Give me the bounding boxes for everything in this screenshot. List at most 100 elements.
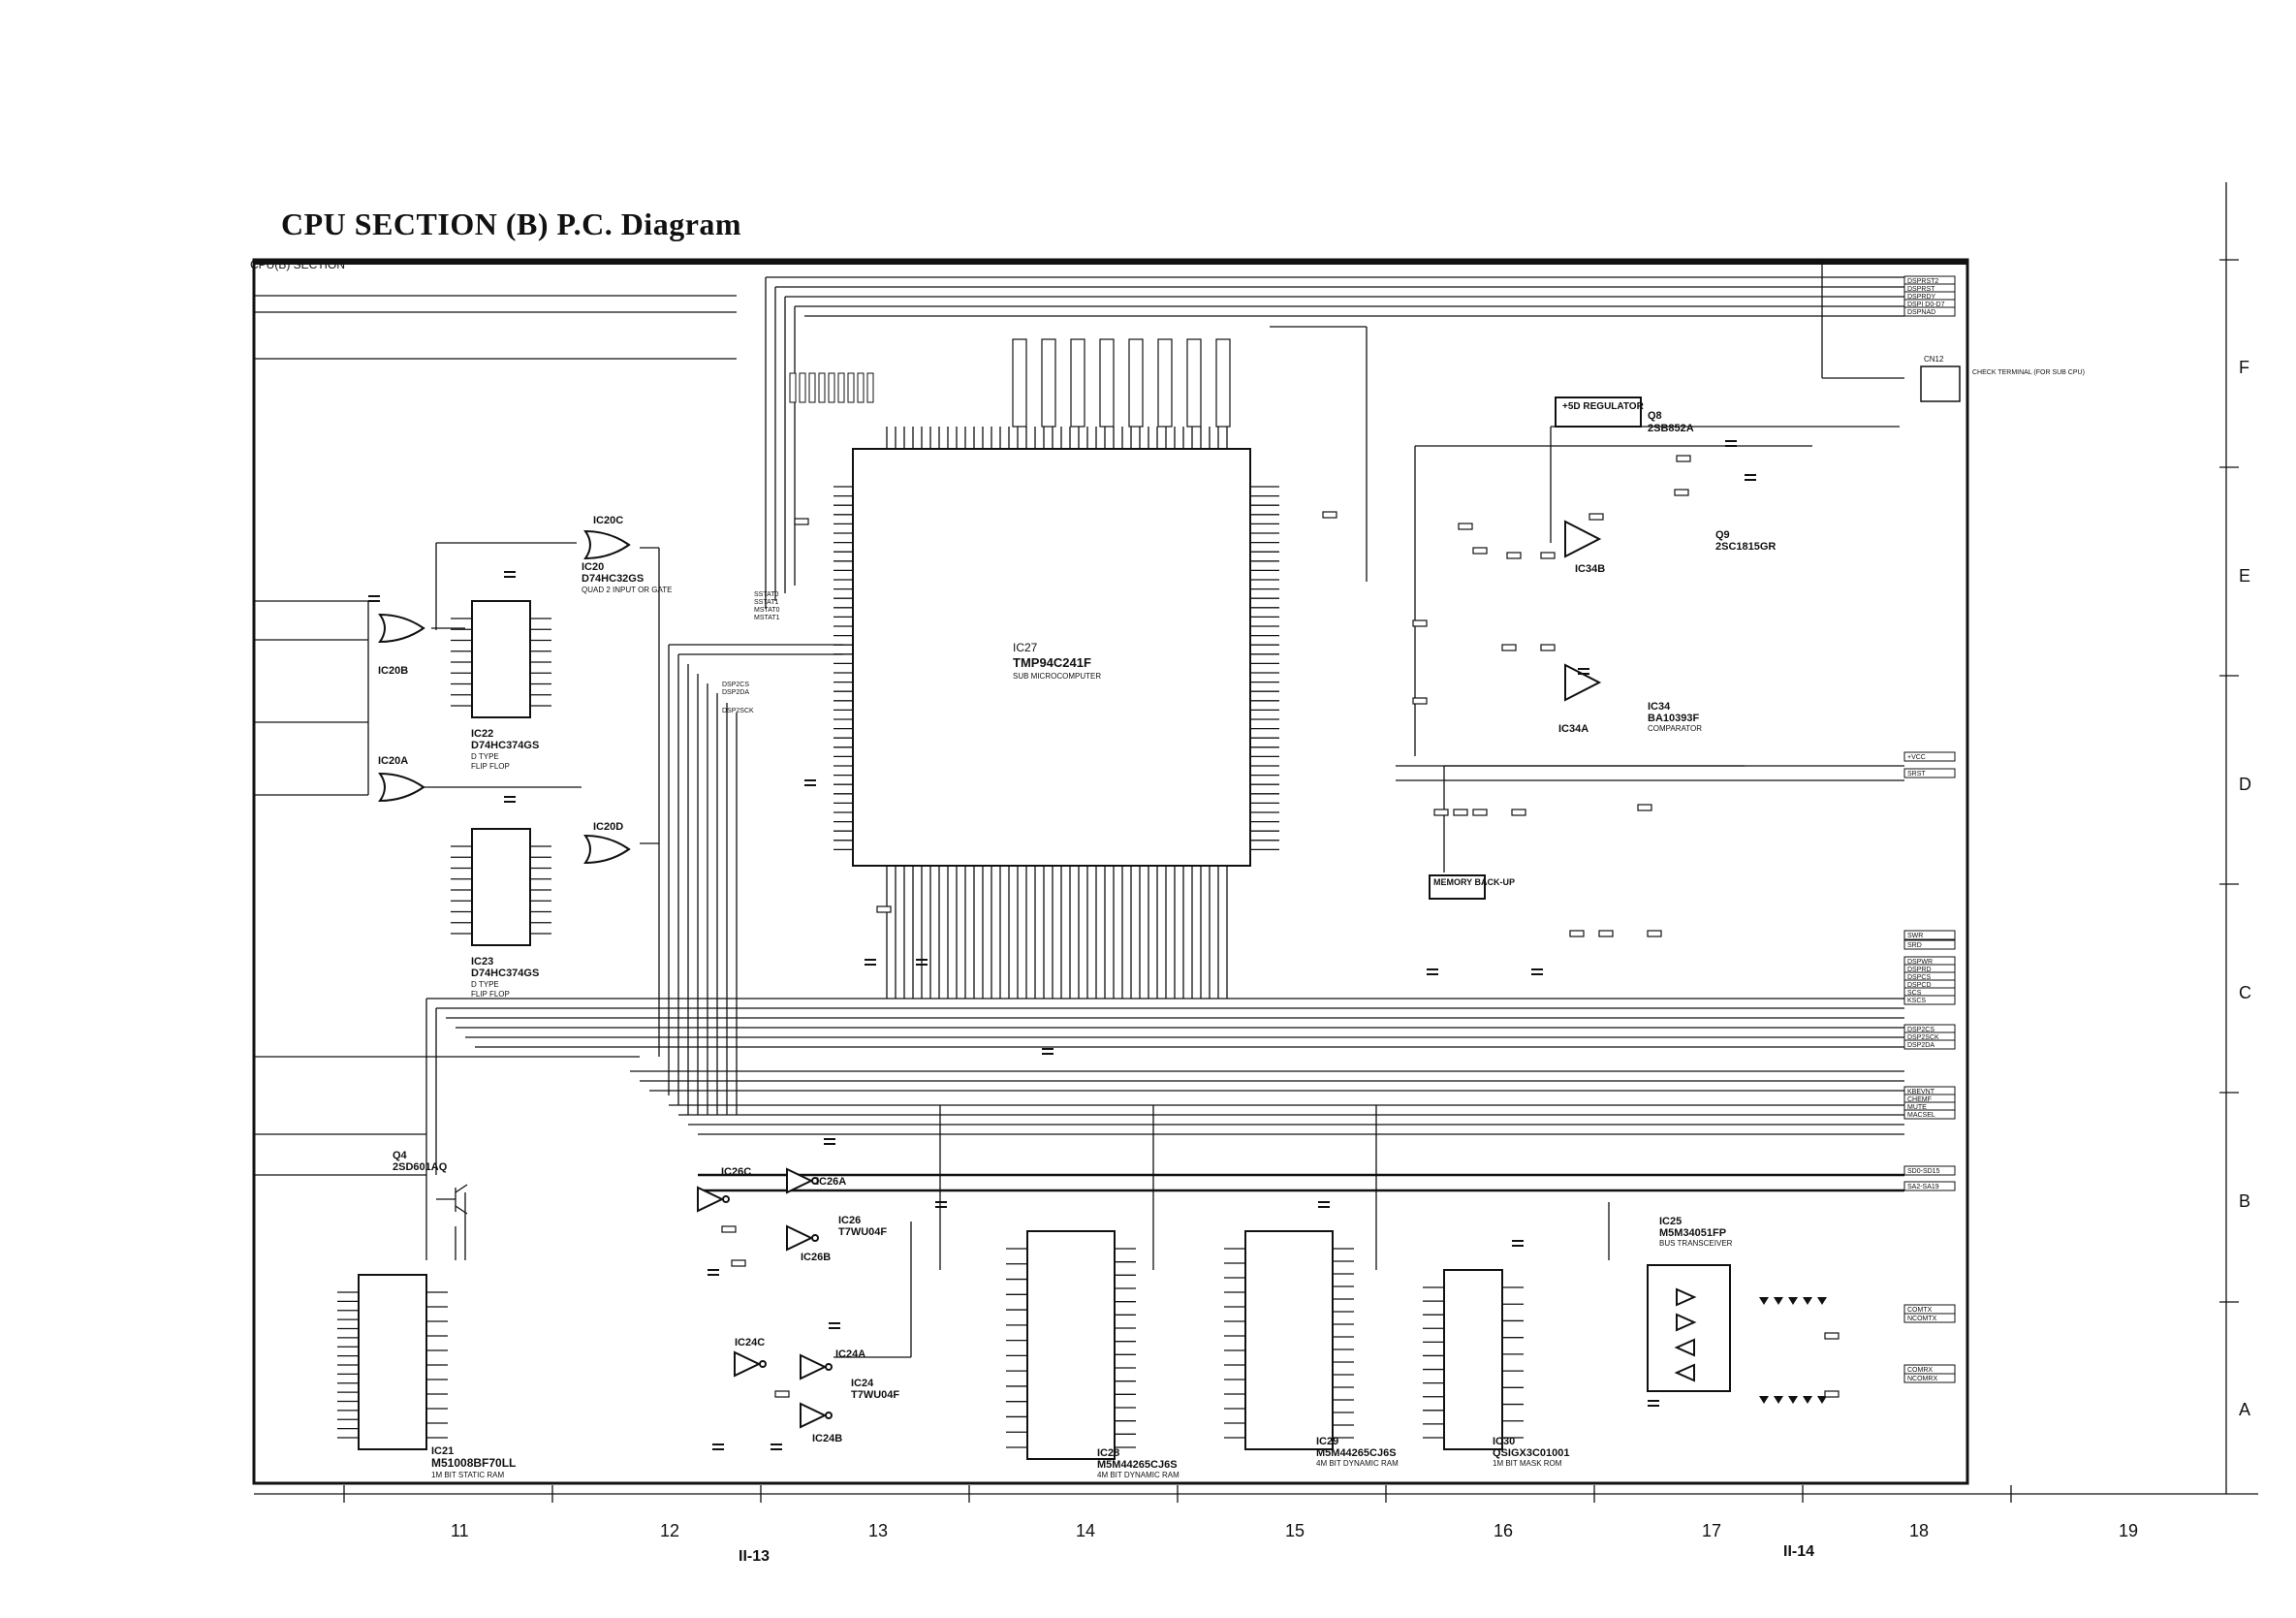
ic23-ref: IC23 <box>471 956 493 968</box>
signal-label: SWR <box>1907 933 1923 939</box>
col-number-12: 12 <box>660 1521 679 1540</box>
col-number-15: 15 <box>1285 1521 1305 1540</box>
pullup-resistor <box>837 372 845 403</box>
resistor-array <box>1041 338 1056 428</box>
resistor <box>1433 809 1449 816</box>
diode <box>1817 1297 1827 1305</box>
resistor <box>1506 552 1522 559</box>
signal-label: DSP2SCK <box>722 708 754 714</box>
ic22-chip <box>471 600 531 718</box>
signal-label: NCOMRX <box>1907 1376 1937 1382</box>
ic20-desc: QUAD 2 INPUT OR GATE <box>582 586 673 594</box>
ic20c-gate <box>583 529 631 560</box>
signal-tag <box>1903 1165 1956 1176</box>
signal-tag <box>1903 939 1956 950</box>
ic24-ref: IC24 <box>851 1378 874 1389</box>
signal-label: SSTAT1 <box>754 599 779 606</box>
ic24a-label: IC24A <box>835 1348 865 1360</box>
ic25-desc: BUS TRANSCEIVER <box>1659 1239 1733 1248</box>
ic24a-inverter <box>800 1353 833 1380</box>
ic28-chip <box>1026 1230 1116 1460</box>
signal-label: DSPI D0-D7 <box>1907 301 1945 308</box>
resistor <box>1824 1332 1840 1340</box>
ic29-pins <box>1224 1248 1354 1439</box>
signal-tag <box>1903 1109 1956 1120</box>
resistor <box>1322 511 1337 519</box>
signal-label: DSPRST2 <box>1907 278 1938 285</box>
resistor <box>794 518 809 525</box>
signal-label: MSTAT1 <box>754 615 780 621</box>
pullup-resistor <box>847 372 855 403</box>
signal-label: DSPCS <box>1907 974 1931 981</box>
col-number-19: 19 <box>2119 1521 2138 1540</box>
resistor-array <box>1186 338 1202 428</box>
ic20-part: D74HC32GS <box>582 573 644 585</box>
signal-label: NCOMTX <box>1907 1316 1937 1322</box>
ic34a-opamp <box>1564 663 1602 702</box>
signal-label: SCS <box>1907 990 1922 997</box>
ic30-desc: 1M BIT MASK ROM <box>1493 1459 1562 1468</box>
ic22-desc2: FLIP FLOP <box>471 762 510 771</box>
ic26b-label: IC26B <box>801 1252 831 1263</box>
signal-label: CHEMF <box>1907 1096 1932 1103</box>
ic27-chip <box>852 448 1251 867</box>
ic30-ref: IC30 <box>1493 1436 1515 1447</box>
ic29-desc: 4M BIT DYNAMIC RAM <box>1316 1459 1399 1468</box>
ic26c-inverter <box>697 1186 730 1213</box>
ic28-pins <box>1006 1248 1136 1448</box>
col-number-18: 18 <box>1909 1521 1929 1540</box>
signal-label: KSCS <box>1907 998 1926 1004</box>
signal-label: MUTE <box>1907 1104 1927 1111</box>
ic23-desc2: FLIP FLOP <box>471 990 510 999</box>
diode <box>1817 1396 1827 1404</box>
signal-label: SSTAT0 <box>754 591 779 598</box>
signal-tag <box>1903 768 1956 778</box>
ic20b-gate <box>378 613 425 644</box>
resistor <box>876 905 892 913</box>
ic26-ref: IC26 <box>838 1215 861 1226</box>
top-resistor-arrays <box>789 338 1231 428</box>
resistor <box>1511 809 1526 816</box>
signal-tag <box>1903 1313 1956 1323</box>
resistor <box>721 1225 737 1233</box>
resistor-array <box>1012 338 1027 428</box>
ic25-ref: IC25 <box>1659 1216 1682 1227</box>
ic26a-label: IC26A <box>816 1176 846 1188</box>
row-letter-a: A <box>2239 1400 2250 1419</box>
row-letter-b: B <box>2239 1191 2250 1211</box>
row-letter-f: F <box>2239 358 2249 377</box>
q8-part: 2SB852A <box>1648 423 1694 434</box>
diode <box>1759 1396 1769 1404</box>
pullup-resistor <box>808 372 816 403</box>
memory-backup-label: MEMORY BACK-UP <box>1433 877 1515 887</box>
ic27-left-pins <box>833 486 853 851</box>
ic27-desc: SUB MICROCOMPUTER <box>1013 672 1101 681</box>
row-letter-e: E <box>2239 566 2250 586</box>
diode <box>1774 1396 1783 1404</box>
passive-components <box>368 440 1840 1450</box>
col-number-17: 17 <box>1702 1521 1721 1540</box>
ic20b-label: IC20B <box>378 665 408 677</box>
ic21-pins <box>337 1291 448 1439</box>
q4-ref: Q4 <box>393 1150 408 1161</box>
signal-label: DSP2CS <box>1907 1027 1934 1033</box>
ic21-chip <box>358 1274 427 1450</box>
diode <box>1774 1297 1783 1305</box>
pullup-resistor <box>828 372 835 403</box>
ic24c-label: IC24C <box>735 1337 765 1348</box>
resistor-array <box>1157 338 1173 428</box>
col-number-11: 11 <box>451 1521 469 1540</box>
ic25-buffers <box>1674 1287 1697 1382</box>
resistor <box>731 1259 746 1267</box>
signal-label: MSTAT0 <box>754 607 780 614</box>
signal-tag <box>1903 930 1956 940</box>
ic27-part: TMP94C241F <box>1013 655 1091 670</box>
resistor <box>1412 619 1428 627</box>
ic23-part: D74HC374GS <box>471 968 539 979</box>
diode <box>1803 1297 1812 1305</box>
signal-tag <box>1903 995 1956 1005</box>
col-number-14: 14 <box>1076 1521 1095 1540</box>
ic34-ref: IC34 <box>1648 701 1671 713</box>
